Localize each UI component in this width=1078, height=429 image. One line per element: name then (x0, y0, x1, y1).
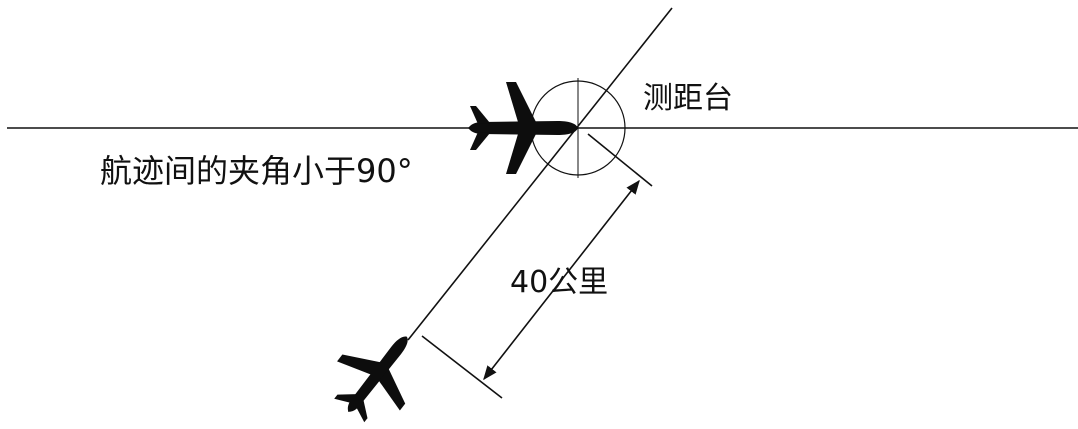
distance-label: 40公里 (510, 265, 608, 300)
distance-dimension-arrow (483, 179, 640, 381)
aircraft-icon (468, 82, 578, 174)
diagonal-track-line (407, 7, 673, 341)
track-angle-label: 航迹间的夹角小于90° (100, 152, 413, 190)
distance-extension-upper (587, 133, 653, 187)
distance-extension-lower (421, 335, 503, 399)
station-label: 测距台 (643, 81, 733, 116)
aircraft-icon (316, 312, 439, 429)
